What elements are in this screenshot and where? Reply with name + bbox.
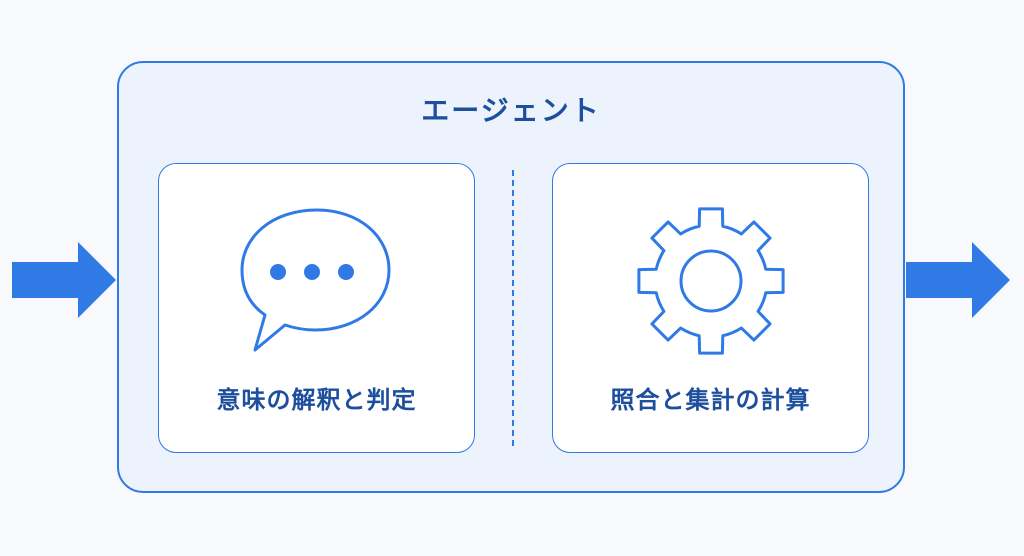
interpretation-panel: 意味の解釈と判定 (158, 163, 475, 453)
speech-bubble-icon (240, 208, 390, 352)
interpretation-label: 意味の解釈と判定 (216, 386, 417, 414)
input-arrow-icon (12, 242, 116, 318)
panel-divider (512, 170, 514, 446)
agent-container: エージェント 意味の解釈と判定 照合と集計の計算 (117, 61, 905, 493)
calculation-label: 照合と集計の計算 (610, 386, 811, 414)
gear-icon (636, 207, 785, 355)
calculation-panel: 照合と集計の計算 (552, 163, 869, 453)
output-arrow-icon (906, 242, 1010, 318)
agent-title: エージェント (421, 94, 601, 127)
